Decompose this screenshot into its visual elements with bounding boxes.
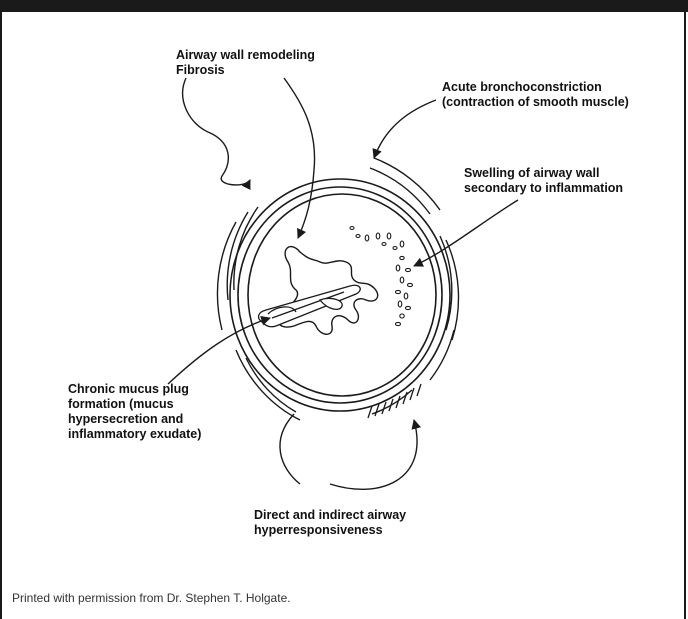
label-line: Fibrosis <box>176 63 315 78</box>
label-chronic-mucus-plug: Chronic mucus plug formation (mucus hype… <box>68 382 201 442</box>
label-line: secondary to inflammation <box>464 181 623 196</box>
label-line: (contraction of smooth muscle) <box>442 95 629 110</box>
label-line: hypersecretion and <box>68 412 201 427</box>
remodeling-arrow <box>183 78 250 185</box>
bronchoconstriction-arrow <box>374 100 436 158</box>
label-line: hyperresponsiveness <box>254 523 406 538</box>
label-acute-bronchoconstriction: Acute bronchoconstriction (contraction o… <box>442 80 629 110</box>
hyperresponsiveness-left-arrow <box>280 414 300 484</box>
fibrosis-arrow <box>284 78 315 238</box>
label-swelling-of-airway-wall: Swelling of airway wall secondary to inf… <box>464 166 623 196</box>
label-line: formation (mucus <box>68 397 201 412</box>
permission-credit: Printed with permission from Dr. Stephen… <box>12 591 291 605</box>
label-line: inflammatory exudate) <box>68 427 201 442</box>
airway-lumen <box>278 247 377 335</box>
inflammatory-cells <box>350 227 413 326</box>
label-line: Airway wall remodeling <box>176 48 315 63</box>
label-line: Direct and indirect airway <box>254 508 406 523</box>
label-line: Acute bronchoconstriction <box>442 80 629 95</box>
hyperresponsiveness-right-arrow <box>330 420 417 489</box>
label-line: Swelling of airway wall <box>464 166 623 181</box>
label-airway-wall-remodeling: Airway wall remodeling Fibrosis <box>176 48 315 78</box>
label-airway-hyperresponsiveness: Direct and indirect airway hyperresponsi… <box>254 508 406 538</box>
label-line: Chronic mucus plug <box>68 382 201 397</box>
